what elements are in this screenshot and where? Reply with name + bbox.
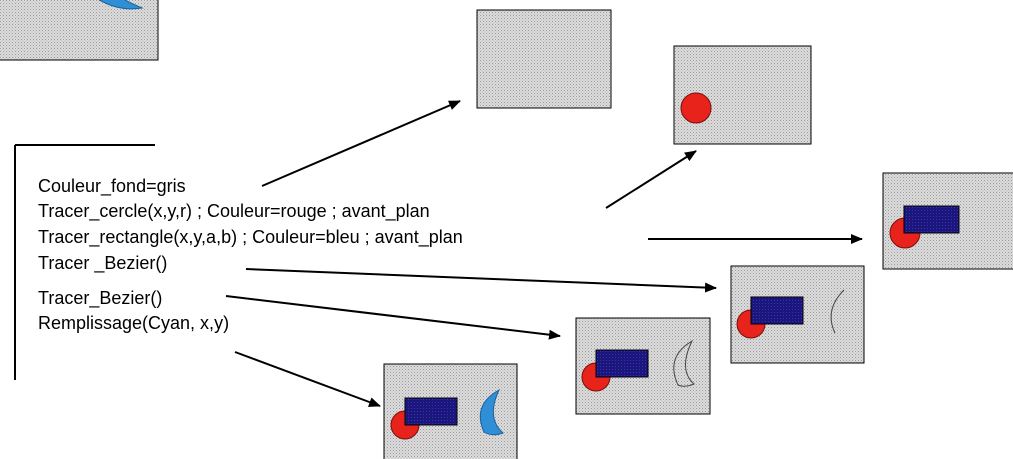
code-line-fill: Remplissage(Cyan, x,y): [38, 313, 229, 333]
cyan-bezier-shape: [479, 388, 504, 436]
blue-rectangle: [595, 349, 649, 378]
code-line-bezier-1: Tracer _Bezier(): [38, 253, 167, 274]
blue-rectangle: [903, 205, 960, 234]
code-line-rectangle: Tracer_rectangle(x,y,a,b) ; Couleur=bleu…: [38, 227, 463, 248]
arrow-background: [261, 100, 461, 187]
code-line-circle: Tracer_cercle(x,y,r) ; Couleur=rouge ; a…: [38, 201, 430, 222]
cyan-bezier-shape: [98, 0, 144, 10]
arrow-circle: [605, 150, 697, 209]
arrow-bezier-1: [245, 268, 717, 293]
panel-step-3-rectangle: [882, 172, 1013, 270]
blue-rectangle: [750, 296, 804, 325]
code-line-bezier-2: Tracer_Bezier(): [38, 288, 162, 309]
bezier-curve: [830, 289, 845, 334]
panel-step-2-circle: [673, 45, 812, 145]
red-circle: [680, 92, 712, 124]
arrows: [225, 100, 863, 407]
panel-step-5-bezier: [575, 317, 711, 415]
panel-step-4-bezier: [730, 265, 865, 364]
blue-rectangle: [404, 397, 458, 426]
bezier-shape-outline: [673, 339, 695, 387]
arrow-bezier-2: [225, 295, 561, 340]
code-bracket: [14, 144, 155, 380]
panel-step-6-fill: [383, 363, 518, 459]
arrow-fill: [234, 351, 381, 407]
panel-step-1-background: [476, 9, 612, 109]
panel-partial-topleft: [0, 0, 159, 61]
code-line-background: Couleur_fond=gris: [38, 176, 186, 197]
